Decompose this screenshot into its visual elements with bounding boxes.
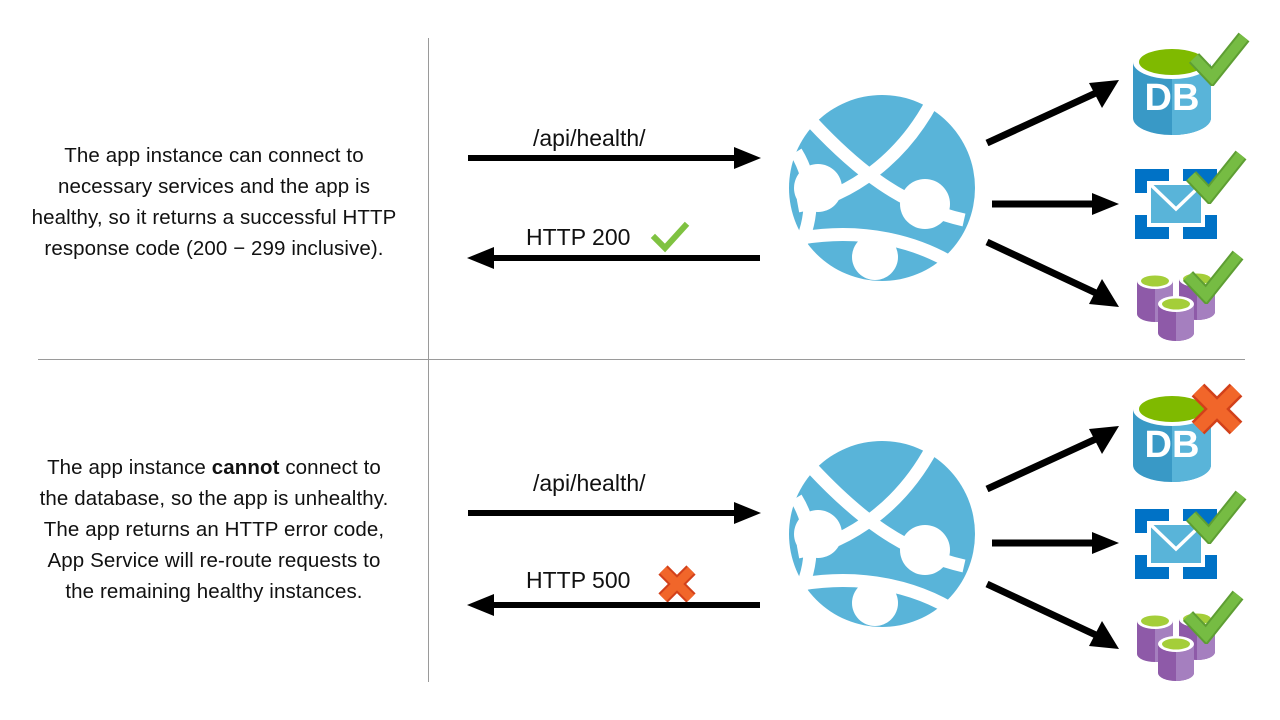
request-arrow-unhealthy: [468, 502, 761, 524]
service-arrow-storage-healthy: [985, 238, 1119, 307]
scenario-healthy-description: The app instance can connect to necessar…: [31, 144, 397, 260]
cross-icon: [1191, 383, 1243, 435]
check-icon: [1185, 150, 1247, 204]
vertical-divider: [428, 38, 429, 682]
check-icon: [1188, 32, 1250, 86]
horizontal-divider: [38, 359, 1245, 360]
response-arrow-unhealthy: [467, 594, 760, 616]
request-label-unhealthy: /api/health/: [533, 470, 646, 496]
request-label-healthy: /api/health/: [533, 125, 646, 151]
check-icon: [650, 221, 690, 253]
service-arrow-database-unhealthy: [985, 426, 1119, 492]
response-label-healthy: HTTP 200: [526, 224, 631, 250]
check-icon: [1182, 590, 1244, 644]
network-globe-icon: [788, 441, 975, 627]
request-arrow-healthy: [468, 147, 761, 169]
service-arrow-mail-unhealthy: [992, 532, 1119, 554]
response-arrow-healthy: [467, 247, 760, 269]
database-icon-label: DB: [1145, 424, 1200, 466]
check-icon: [1182, 250, 1244, 304]
network-globe-icon: [788, 95, 975, 281]
check-icon: [1185, 490, 1247, 544]
database-icon: DB: [1133, 45, 1211, 135]
response-label-unhealthy: HTTP 500: [526, 567, 631, 593]
database-icon-label: DB: [1145, 77, 1200, 119]
cross-icon: [658, 565, 696, 603]
service-arrow-database-healthy: [985, 80, 1119, 146]
scenario-unhealthy-description: The app instance cannot connect to the d…: [39, 456, 389, 603]
service-arrow-storage-unhealthy: [985, 580, 1119, 649]
service-arrow-mail-healthy: [992, 193, 1119, 215]
